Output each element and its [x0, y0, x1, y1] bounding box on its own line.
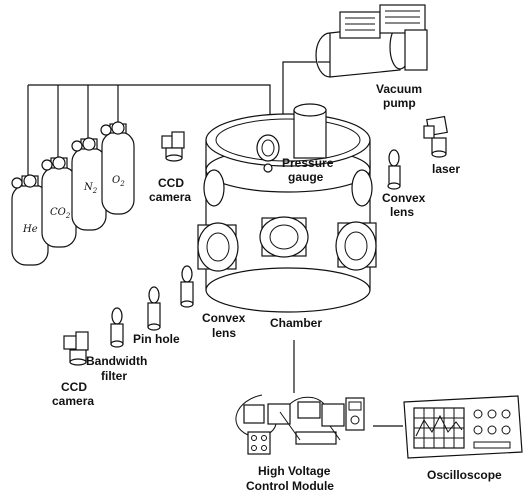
ccd-camera-top-label-line1: CCD	[158, 176, 184, 190]
pin-hole-label: Pin hole	[133, 332, 180, 346]
high-voltage-control-module	[236, 395, 364, 454]
vacuum-pump-label-line2: pump	[383, 96, 416, 110]
ccd-camera-top-label-line2: camera	[149, 190, 191, 204]
ccd-camera-top	[162, 132, 184, 161]
pin-hole	[148, 287, 160, 330]
ccd-camera-bottom-label-line1: CCD	[61, 380, 87, 394]
co2-cylinder: CO2	[42, 157, 76, 247]
laser-label: laser	[432, 162, 460, 176]
laser-device	[424, 117, 447, 157]
bandwidth-filter-label-line2: filter	[101, 369, 127, 383]
convex-lens-left-label-line1: Convex	[202, 311, 246, 325]
hv-module-label-line1: High Voltage	[258, 464, 331, 478]
vacuum-chamber	[198, 104, 376, 312]
he-label: He	[22, 224, 38, 235]
ccd-camera-bottom	[64, 332, 88, 365]
oscilloscope	[404, 396, 522, 458]
hv-module-label-line2: Control Module	[246, 479, 334, 493]
bandwidth-filter	[111, 308, 123, 347]
ccd-camera-bottom-label-line2: camera	[52, 394, 94, 408]
oscilloscope-label: Oscilloscope	[427, 468, 502, 482]
vacuum-pump	[316, 5, 427, 77]
o2-cylinder: O2	[101, 122, 134, 214]
bandwidth-filter-label-line1: Bandwidth	[86, 354, 147, 368]
chamber-label: Chamber	[270, 316, 322, 330]
vacuum-pump-label-line1: Vacuum	[376, 82, 422, 96]
pressure-gauge-label-line1: Pressure	[282, 156, 334, 170]
n2-cylinder: N2	[72, 138, 106, 230]
convex-lens-right-label-line2: lens	[390, 205, 414, 219]
convex-lens-left	[181, 266, 193, 307]
convex-lens-right-label-line1: Convex	[382, 191, 426, 205]
convex-lens-left-label-line2: lens	[212, 326, 236, 340]
pressure-gauge-label-line2: gauge	[288, 170, 324, 184]
convex-lens-right	[388, 150, 400, 189]
